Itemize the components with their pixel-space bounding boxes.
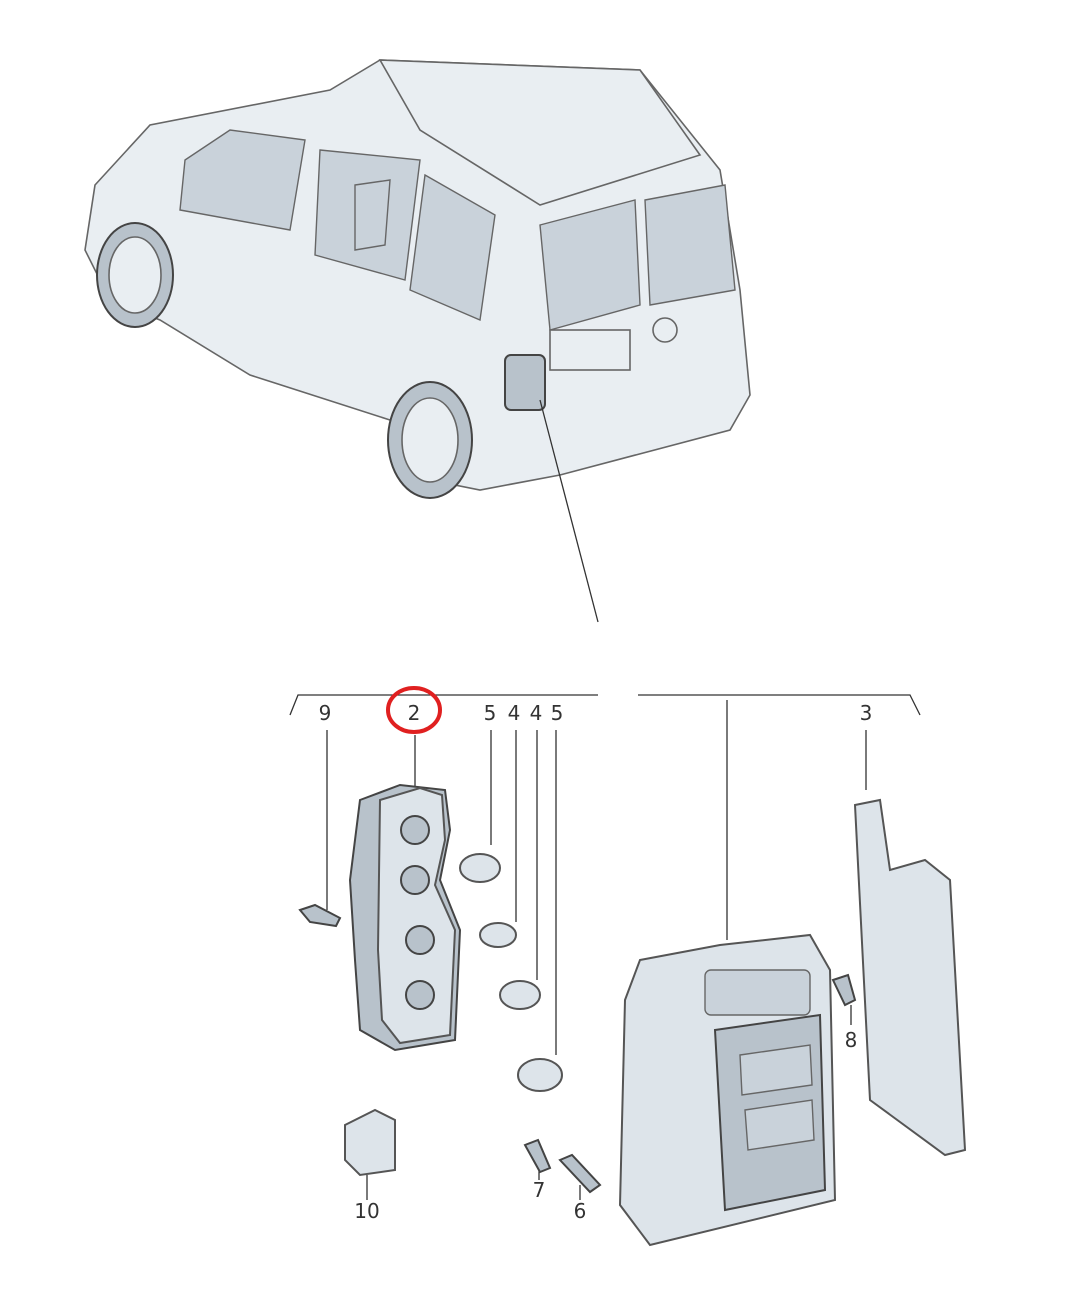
bulbs <box>459 853 563 1092</box>
part-7-clip <box>523 1138 552 1174</box>
part-3-trim-panel <box>853 798 967 1157</box>
tail-lamp-housing <box>618 933 837 1247</box>
part-2-bulb-carrier <box>348 783 462 1052</box>
callout-leader <box>539 399 599 623</box>
part-10-cover <box>344 1108 396 1177</box>
part-8-screw <box>831 973 857 1007</box>
label-9: 9 <box>319 701 332 725</box>
label-10: 10 <box>354 1199 379 1223</box>
label-5a: 5 <box>484 701 497 725</box>
leader-lines <box>326 700 867 1200</box>
vehicle-illustration <box>84 59 751 499</box>
label-8: 8 <box>845 1028 858 1052</box>
label-7: 7 <box>533 1178 546 1202</box>
bulb-4a <box>479 922 517 948</box>
part-6-screw <box>558 1153 602 1194</box>
label-4a: 4 <box>508 701 521 725</box>
label-3: 3 <box>860 701 873 725</box>
bulb-4b <box>499 980 541 1010</box>
label-6: 6 <box>574 1199 587 1223</box>
bulb-5b <box>517 1058 563 1092</box>
label-2: 2 <box>408 701 421 725</box>
highlight-circle <box>386 686 442 734</box>
label-5b: 5 <box>551 701 564 725</box>
label-4b: 4 <box>530 701 543 725</box>
bulb-5a <box>459 853 501 883</box>
part-9-screw <box>298 903 342 928</box>
